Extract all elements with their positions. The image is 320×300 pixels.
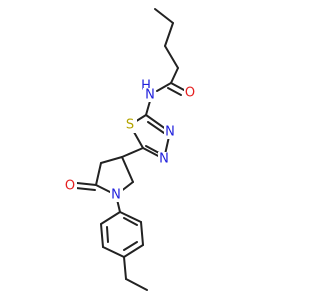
bond-ph-1-2	[119, 211, 142, 223]
bond-c2-c3	[164, 22, 174, 47]
bond-pyr-c5-c4	[121, 156, 134, 183]
thiadiazole-n4-label: N	[159, 152, 169, 167]
bond-lactam-co-b	[75, 187, 96, 191]
lactam-oxygen-atom: O	[63, 178, 77, 194]
amide-nitrogen-atom: H N	[140, 79, 156, 103]
bond-ph-3-4	[123, 244, 144, 258]
bond-n4-c5-inner	[145, 145, 160, 154]
pyrrolidinone-nitrogen-atom: N	[110, 188, 123, 203]
amide-nitrogen-label: N	[145, 88, 155, 103]
bond-c5-pyrrolidine	[121, 147, 144, 158]
bond-ph-inner-b	[123, 241, 138, 251]
pyrrolidinone-nitrogen-label: N	[111, 188, 121, 203]
bond-ph-inner-a	[123, 217, 138, 226]
molecule-canvas: O H N S N N O N	[63, 8, 197, 291]
bond-c3-c4	[164, 45, 179, 69]
thiadiazole-sulfur-label: S	[126, 118, 134, 133]
bond-ph-2-3	[140, 221, 144, 246]
bond-ph-inner-c	[106, 226, 109, 243]
structure-diagram: O H N S N N O N	[63, 8, 197, 291]
amide-h-label: H	[141, 79, 151, 94]
bond-nitrogen-c2	[145, 100, 151, 116]
bond-pyr-c3-c2	[95, 162, 102, 186]
bond-ethyl-ch3	[125, 278, 148, 291]
lactam-oxygen-label: O	[65, 179, 75, 194]
bond-c4-carbonyl	[170, 67, 179, 84]
bond-ph-ethyl-ch2	[123, 256, 127, 280]
bond-c2-n3-inner	[147, 121, 165, 134]
bond-ph-6-1	[100, 211, 121, 225]
bond-carbonyl-oxygen-a	[170, 82, 185, 91]
bond-lactam-co-a	[76, 182, 97, 186]
bond-ph-5-6	[100, 223, 104, 248]
amide-oxygen-label: O	[185, 86, 195, 101]
thiadiazole-n4-atom: N	[158, 152, 171, 167]
bond-carbonyl-nitrogen	[156, 82, 172, 92]
bond-pyr-c4-c3	[100, 156, 123, 164]
bond-carbonyl-oxygen-b	[167, 87, 182, 96]
thiadiazole-n3-label: N	[165, 125, 175, 140]
thiadiazole-n3-atom: N	[164, 125, 177, 140]
bond-c1-c2	[154, 8, 174, 24]
bond-ph-4-5	[102, 246, 125, 258]
amide-oxygen-atom: O	[184, 85, 197, 101]
thiadiazole-sulfur-atom: S	[124, 117, 137, 133]
